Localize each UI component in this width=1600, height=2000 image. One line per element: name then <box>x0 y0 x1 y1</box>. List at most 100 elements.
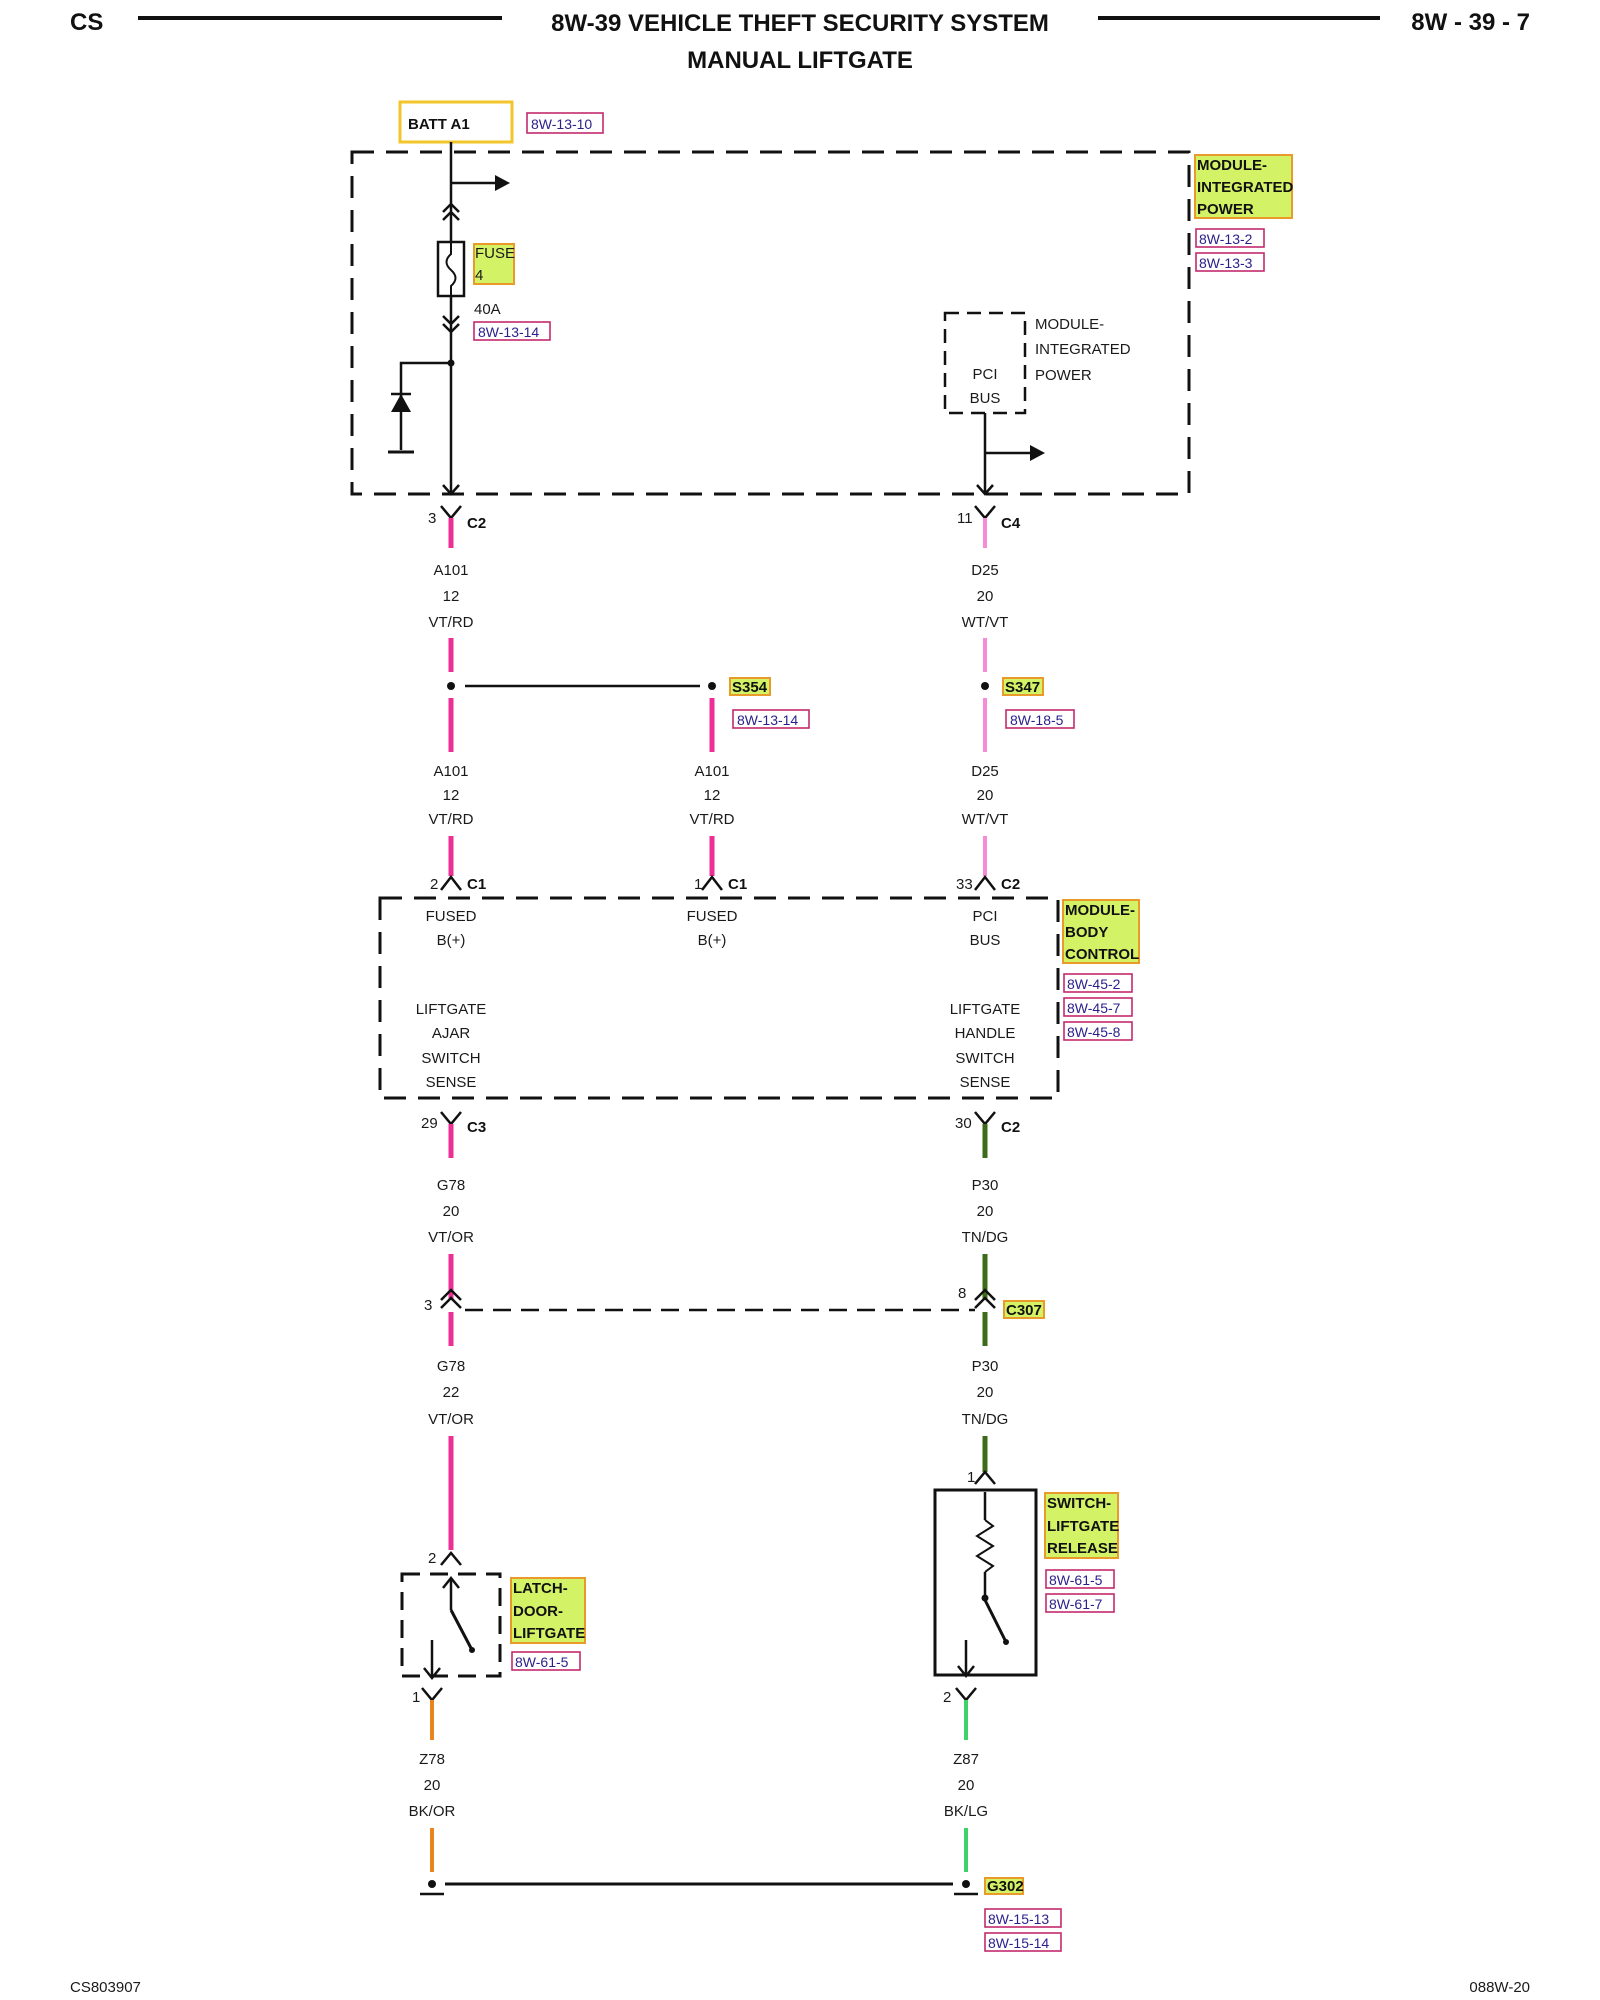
bcm-ref-3-box[interactable] <box>1063 1021 1133 1041</box>
latch-ref-box[interactable] <box>511 1651 581 1671</box>
bcm-c2b-name: C2 <box>1001 1119 1020 1136</box>
fuse-top-chevron-icon <box>442 202 460 213</box>
pci-branch-arrow-icon <box>1030 445 1045 461</box>
p30u-gauge: 20 <box>977 1203 994 1220</box>
d25l-color: WT/VT <box>962 811 1009 828</box>
a101l-circuit: A101 <box>433 763 468 780</box>
s354-dot-left <box>447 682 455 690</box>
c307-name: C307 <box>1006 1302 1042 1319</box>
bcm-c1b-pin: 1 <box>694 876 702 893</box>
bcm-ref-2[interactable]: 8W-45-7 <box>1067 1000 1121 1016</box>
latch-switch-contact-icon <box>469 1647 475 1653</box>
c307-right-icon-2 <box>974 1296 996 1309</box>
a101u-color: VT/RD <box>429 614 474 631</box>
z87-color: BK/LG <box>944 1803 988 1820</box>
batt-ref[interactable]: 8W-13-10 <box>531 116 592 132</box>
fuse-name-2: 4 <box>475 267 483 284</box>
mip-name-2: INTEGRATED <box>1197 179 1294 196</box>
latch-top-pin: 2 <box>428 1550 436 1567</box>
s347-ref-box[interactable] <box>1005 709 1075 729</box>
mip-c2-fork-icon <box>440 505 462 520</box>
mip-name-hl <box>1194 154 1293 219</box>
batt-ref-box[interactable] <box>526 112 604 134</box>
s347-name: S347 <box>1005 679 1040 696</box>
bcm-name-3: CONTROL <box>1065 946 1139 963</box>
a101u-gauge: 12 <box>443 588 460 605</box>
switch-name-hl <box>1044 1492 1119 1559</box>
s354-hl <box>729 677 771 696</box>
s354-ref-box[interactable] <box>732 709 810 729</box>
bcm-pin-d-4: SENSE <box>426 1074 477 1091</box>
fuse-ref-box[interactable] <box>473 321 551 341</box>
switch-ref-1-box[interactable] <box>1045 1569 1115 1589</box>
bcm-pin-c-2: BUS <box>970 932 1001 949</box>
bcm-pin-d-1: LIFTGATE <box>416 1001 487 1018</box>
mip-sub-1: MODULE- <box>1035 316 1104 333</box>
mip-sub-3: POWER <box>1035 367 1092 384</box>
a101m-gauge: 12 <box>704 787 721 804</box>
d25l-gauge: 20 <box>977 787 994 804</box>
switch-name-1: SWITCH- <box>1047 1495 1111 1512</box>
latch-bottom-connector-icon <box>421 1687 443 1702</box>
fuse-rating: 40A <box>474 301 501 318</box>
c307-left-pin: 3 <box>424 1297 432 1314</box>
latch-top-connector-icon <box>440 1551 462 1566</box>
pci-sub-1: PCI <box>972 366 997 383</box>
bcm-pin-c-1: PCI <box>972 908 997 925</box>
switch-ref-2-box[interactable] <box>1045 1593 1115 1613</box>
bcm-pin-a-1: FUSED <box>426 908 477 925</box>
mip-ref-2-box[interactable] <box>1195 252 1265 272</box>
bcm-pin-b-2: B(+) <box>698 932 727 949</box>
bcm-pin-b-1: FUSED <box>687 908 738 925</box>
mip-sub-2: INTEGRATED <box>1035 341 1131 358</box>
batt-box <box>398 100 514 144</box>
p30l-circuit: P30 <box>972 1358 999 1375</box>
fuse-bottom-chevron-icon <box>442 315 460 326</box>
switch-ref-1[interactable]: 8W-61-5 <box>1049 1572 1103 1588</box>
fuse-ref[interactable]: 8W-13-14 <box>478 324 539 340</box>
mip-ref-1-box[interactable] <box>1195 228 1265 248</box>
g78l-circuit: G78 <box>437 1358 465 1375</box>
g302-ref-1[interactable]: 8W-15-13 <box>988 1911 1049 1927</box>
mip-ref-1[interactable]: 8W-13-2 <box>1199 231 1253 247</box>
bcm-pin-d-3: SWITCH <box>421 1050 480 1067</box>
bcm-ref-1-box[interactable] <box>1063 973 1133 993</box>
g302-ref-2[interactable]: 8W-15-14 <box>988 1935 1049 1951</box>
g302-dot-left <box>428 1880 436 1888</box>
bcm-ref-3[interactable]: 8W-45-8 <box>1067 1024 1121 1040</box>
mip-c4-pin: 11 <box>957 510 973 527</box>
bcm-pin-e-2: HANDLE <box>955 1025 1016 1042</box>
bcm-ref-1[interactable]: 8W-45-2 <box>1067 976 1121 992</box>
footer-right: 088W-20 <box>1469 1979 1530 1996</box>
g302-ref-2-box[interactable] <box>984 1932 1062 1952</box>
s347-ref[interactable]: 8W-18-5 <box>1010 712 1064 728</box>
bcm-c2b-pin: 30 <box>955 1115 972 1132</box>
a101m-color: VT/RD <box>690 811 735 828</box>
latch-name-1: LATCH- <box>513 1580 568 1597</box>
page-title: 8W-39 VEHICLE THEFT SECURITY SYSTEM <box>551 10 1049 37</box>
latch-out-arrow-icon <box>423 1667 441 1681</box>
mip-c2-pin: 3 <box>428 510 436 527</box>
bcm-ref-2-box[interactable] <box>1063 997 1133 1017</box>
g302-ref-1-box[interactable] <box>984 1908 1062 1928</box>
diode-wire <box>399 361 451 450</box>
z87-gauge: 20 <box>958 1777 975 1794</box>
switch-resistor-icon <box>975 1519 995 1573</box>
fuse-bottom-chevron-icon-2 <box>442 323 460 334</box>
latch-box <box>400 1572 502 1678</box>
latch-name-hl <box>510 1577 586 1644</box>
footer-left: CS803907 <box>70 1979 141 1996</box>
d25u-gauge: 20 <box>977 588 994 605</box>
bcm-c1b-icon <box>701 874 723 891</box>
g78l-gauge: 22 <box>443 1384 460 1401</box>
latch-ref[interactable]: 8W-61-5 <box>515 1654 569 1670</box>
switch-box <box>933 1488 1038 1677</box>
switch-bottom-connector-icon <box>955 1687 977 1702</box>
bcm-c3-name: C3 <box>467 1119 486 1136</box>
fuse-top-chevron-icon-2 <box>442 210 460 221</box>
s354-ref[interactable]: 8W-13-14 <box>737 712 798 728</box>
switch-ref-2[interactable]: 8W-61-7 <box>1049 1596 1103 1612</box>
bcm-c2-icon <box>974 874 996 891</box>
latch-name-3: LIFTGATE <box>513 1625 585 1642</box>
mip-ref-2[interactable]: 8W-13-3 <box>1199 255 1253 271</box>
